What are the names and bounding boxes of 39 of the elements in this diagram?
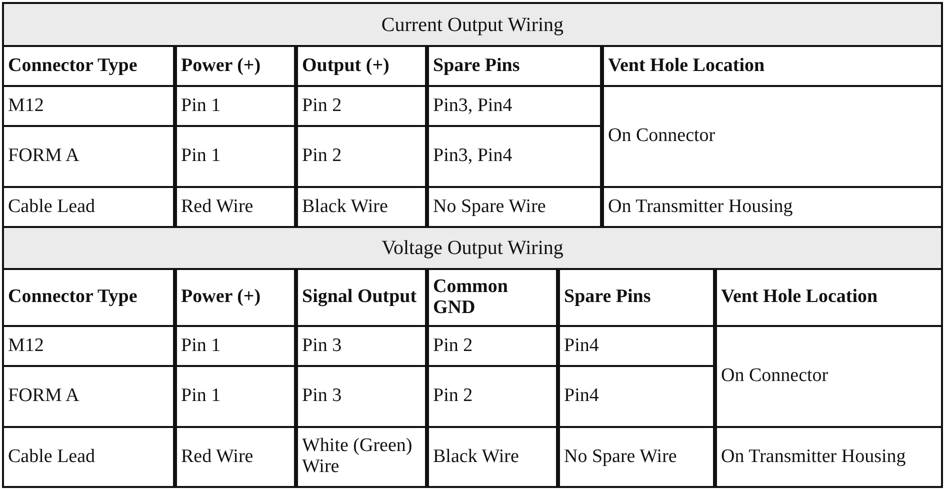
table-cell: M12 <box>2 325 175 367</box>
table-cell: Pin 1 <box>175 125 296 188</box>
table-cell: Pin 1 <box>175 85 296 127</box>
column-header: Signal Output <box>296 268 427 327</box>
table-cell: M12 <box>2 85 175 127</box>
table-title: Current Output Wiring <box>2 2 943 47</box>
table-cell: Cable Lead <box>2 426 175 488</box>
column-header: Connector Type <box>2 268 175 327</box>
column-header: Vent Hole Location <box>715 268 943 327</box>
column-header: Vent Hole Location <box>602 45 943 87</box>
table-cell: On Connector <box>602 85 943 188</box>
column-header: Spare Pins <box>558 268 715 327</box>
column-header: Spare Pins <box>427 45 602 87</box>
table-cell: On Connector <box>715 325 943 428</box>
table-cell: White (Green) Wire <box>296 426 427 488</box>
column-header: Output (+) <box>296 45 427 87</box>
table-cell: Black Wire <box>427 426 558 488</box>
table-cell: No Spare Wire <box>558 426 715 488</box>
table-cell: Pin 3 <box>296 325 427 367</box>
column-header: Common GND <box>427 268 558 327</box>
column-header: Power (+) <box>175 45 296 87</box>
table-cell: FORM A <box>2 125 175 188</box>
table-cell: Pin 1 <box>175 365 296 428</box>
table-title: Voltage Output Wiring <box>2 226 943 270</box>
table-cell: Pin 2 <box>296 85 427 127</box>
table-cell: Pin 2 <box>296 125 427 188</box>
table-cell: Pin 1 <box>175 325 296 367</box>
table-cell: Pin 2 <box>427 325 558 367</box>
table-cell: Pin3, Pin4 <box>427 85 602 127</box>
column-header: Connector Type <box>2 45 175 87</box>
table-cell: FORM A <box>2 365 175 428</box>
table-cell: Pin4 <box>558 325 715 367</box>
table-cell: Pin 3 <box>296 365 427 428</box>
table-cell: Pin3, Pin4 <box>427 125 602 188</box>
table-cell: Red Wire <box>175 426 296 488</box>
table-cell: Pin4 <box>558 365 715 428</box>
table-cell: On Transmitter Housing <box>715 426 943 488</box>
column-header: Power (+) <box>175 268 296 327</box>
table-cell: Pin 2 <box>427 365 558 428</box>
